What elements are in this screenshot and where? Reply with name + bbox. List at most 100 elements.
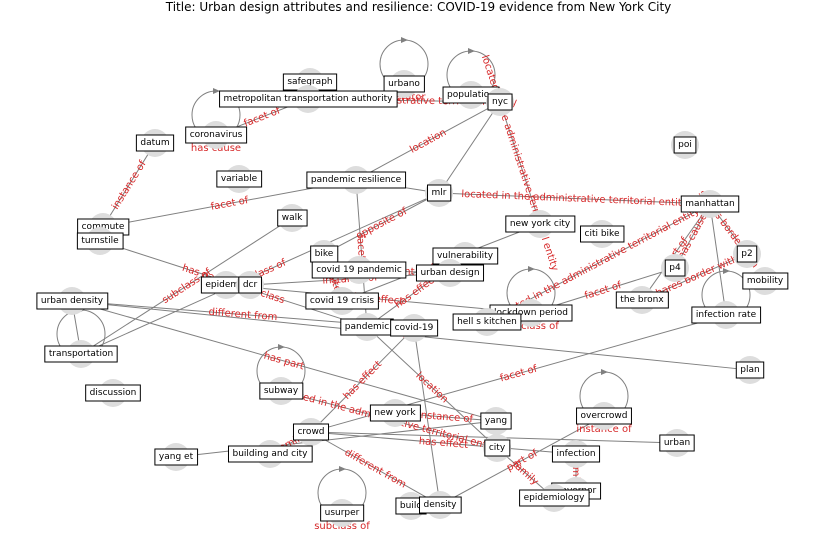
node-discussion: discussion [85,379,141,407]
node-label: lockdown period [494,308,568,318]
edge-label: instance of [418,410,474,425]
edge-label: facet of [499,363,539,384]
node-label: mlr [432,188,447,198]
edge-arrowhead [601,369,608,375]
node-infection: infection [551,440,601,468]
node-mlr: mlr [425,179,453,207]
node-box [135,134,175,152]
node-box [664,259,686,277]
node-box [383,75,425,93]
node-label: poi [678,140,692,150]
node-label: subway [264,386,299,396]
edge-label: has part [262,351,305,373]
edge-label: instance of [110,159,149,212]
node-the-bronx: the bronx [615,286,669,314]
node-label: covid-19 [395,323,434,333]
edge-line [310,431,569,456]
node-yang: yang [480,407,512,435]
node-box [419,496,462,514]
node-infection-rate: infection rate [691,301,762,329]
node-nyc: nyc [486,88,514,116]
node-label: the bronx [620,295,664,305]
diagram-title: Title: Urban design attributes and resil… [165,0,672,14]
node-p4: p4 [661,254,689,282]
node-variable: variable [216,165,263,193]
node-box [615,291,669,309]
node-poi: poi [671,131,699,159]
node-label: dcr [243,280,258,290]
edge-line [413,335,441,506]
node-overcrowd: overcrowd [576,402,632,430]
node-city: city [483,434,511,462]
edge-label: has effect [342,359,385,402]
node-datum: datum [135,129,175,157]
node-urban-density: urban density [36,287,109,315]
node-subway: subway [259,377,304,405]
node-label: coronavirus [190,130,243,140]
edge-label: location [408,127,448,156]
node-bike: bike [310,240,339,268]
node-box [580,225,625,243]
edge-arrowhead [339,466,346,472]
edge-label: has effect [418,436,468,451]
node-label: datum [140,138,169,148]
node-box [238,276,262,294]
node-label: new york city [510,219,571,229]
node-label: mobility [747,276,784,286]
node-box [427,184,452,202]
node-population: population [442,81,500,109]
edge-line [438,192,703,206]
node-usurper: usurper [320,499,365,527]
node-pandemic: pandemic [340,313,394,341]
node-label: infection [556,449,595,459]
node-box [673,136,697,154]
node-label: safegraph [287,77,332,87]
edge-line [102,180,349,228]
node-label: discussion [90,388,137,398]
edge-label: located in the administrative territoria… [461,189,688,209]
node-crowd: crowd [292,418,330,446]
node-box [736,245,758,263]
edge-line [323,196,433,255]
node-label: transportation [49,349,113,359]
node-epidemiology: epidemiology [519,484,590,512]
edge-arrowhead [213,88,220,94]
node-label: commute [82,222,125,232]
node-box [36,292,109,310]
edge-label: different from [343,447,408,491]
edge-line [87,217,293,351]
node-label: epidemiology [524,493,585,503]
edge-line [249,271,443,286]
edge-label: facet of [210,195,250,213]
node-box [154,448,199,466]
node-label: density [424,500,458,510]
node-mta: metropolitan transportation authority [219,85,398,113]
node-box [227,445,313,463]
node-new-york-city: new york city [505,210,576,238]
node-label: covid 19 pandemic [316,265,402,275]
node-mobility: mobility [742,267,789,295]
node-walk: walk [277,204,308,232]
node-box [219,90,398,108]
node-p2: p2 [733,240,761,268]
node-label: infection rate [696,310,757,320]
node-density: density [419,491,462,519]
node-label: nyc [492,97,508,107]
node-label: pandemic resilience [311,175,402,185]
node-box [551,445,601,463]
node-box [44,345,118,363]
node-box [576,407,632,425]
edge-label: family [570,457,581,488]
node-covid19: covid-19 [390,314,439,342]
node-label: vulnerability [437,251,494,261]
node-label: crowd [297,427,324,437]
node-label: p2 [741,249,752,259]
edge-line [438,108,496,194]
edge-label: facet of [242,105,282,129]
node-label: urban design [420,268,479,278]
node-building-and-city: building and city [227,440,313,468]
node-box [452,313,522,331]
node-covid19-pandemic: covid 19 pandemic [311,256,407,284]
node-box [311,261,407,279]
